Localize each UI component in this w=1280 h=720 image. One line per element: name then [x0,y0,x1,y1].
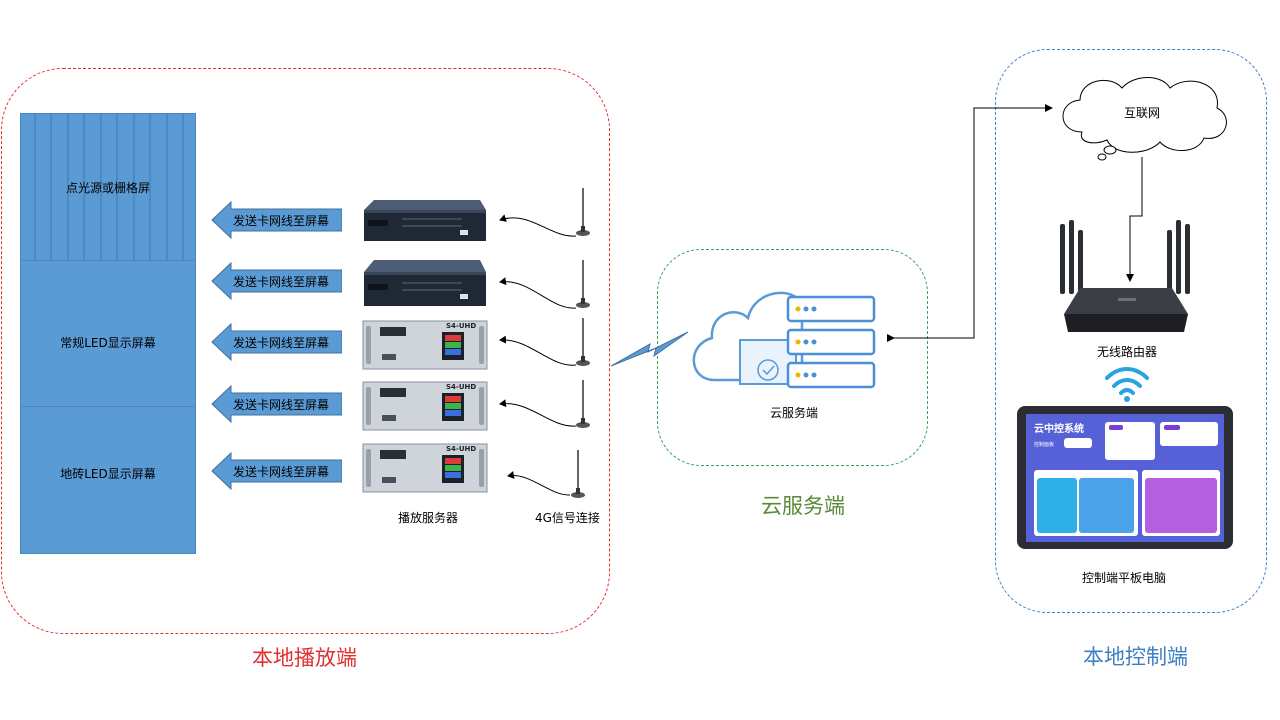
send-card-arrow-label: 发送卡网线至屏幕 [233,275,330,289]
local-playback-label: 本地播放端 [252,646,357,670]
cloud-server-icon [692,291,876,389]
tablet-label: 控制端平板电脑 [1082,571,1167,585]
local-control-label: 本地控制端 [1083,645,1188,669]
server-model-badge: S4-UHD [446,322,477,330]
wifi-icon [1105,367,1149,402]
wireless-router-icon [1060,220,1190,332]
tablet-subtitle: 控制面板 [1034,442,1055,448]
send-card-arrow-1: 发送卡网线至屏幕 [211,201,342,239]
wireless-lightning-icon [610,331,689,367]
local-playback-region [1,68,610,634]
uhd-server-icon [362,320,488,370]
grid-stripes-icon [34,113,184,262]
rack-server-icon [364,200,486,241]
antenna-cables [499,187,591,499]
tablet-title: 云中控系统 [1034,424,1084,435]
tablet-panel [1105,422,1155,460]
tablet-screen: 云中控系统 控制面板 [1026,414,1224,542]
server-model-badge: S4-UHD [446,383,477,391]
pixel-light-screen-label: 点光源或栅格屏 [65,181,150,195]
send-card-arrow-5: 发送卡网线至屏幕 [211,452,342,490]
floor-tile-led-screen: 地砖LED显示屏幕 [20,406,196,554]
tablet-panel [1142,470,1220,536]
cloud-service-region-label: 云服务端 [761,494,845,518]
play-server-dark-1 [362,198,488,243]
send-card-arrow-label: 发送卡网线至屏幕 [233,465,330,479]
play-server-uhd-2: S4-UHD [362,381,488,431]
play-server-label: 播放服务器 [398,511,459,525]
send-card-arrow-3: 发送卡网线至屏幕 [211,323,342,361]
pixel-light-screen: 点光源或栅格屏 [20,113,196,262]
send-card-arrow-2: 发送卡网线至屏幕 [211,262,342,300]
tablet-button [1064,438,1092,448]
send-card-arrow-label: 发送卡网线至屏幕 [233,214,330,228]
play-server-uhd-3: S4-UHD [362,443,488,493]
cloud-service-label: 云服务端 [770,406,819,420]
uhd-server-icon [362,381,488,431]
play-server-uhd-1: S4-UHD [362,320,488,370]
tablet-panel [1160,422,1218,446]
signal-label: 4G信号连接 [535,511,600,525]
play-server-dark-2 [362,258,488,306]
rack-server-icon [364,260,486,306]
regular-led-screen-label: 常规LED显示屏幕 [60,336,156,350]
control-tablet: 云中控系统 控制面板 [1017,406,1233,549]
uhd-server-icon [362,443,488,493]
internet-cloud-icon [1062,77,1227,161]
router-label: 无线路由器 [1097,345,1158,359]
network-connectors [887,104,1143,342]
send-card-arrow-4: 发送卡网线至屏幕 [211,385,342,423]
tablet-panel [1034,470,1138,536]
floor-tile-led-screen-label: 地砖LED显示屏幕 [60,467,156,481]
server-model-badge: S4-UHD [446,445,477,453]
cloud-service-region [657,249,928,466]
send-card-arrow-label: 发送卡网线至屏幕 [233,398,330,412]
internet-label: 互联网 [1124,106,1161,120]
regular-led-screen: 常规LED显示屏幕 [20,260,196,407]
send-card-arrow-label: 发送卡网线至屏幕 [233,336,330,350]
